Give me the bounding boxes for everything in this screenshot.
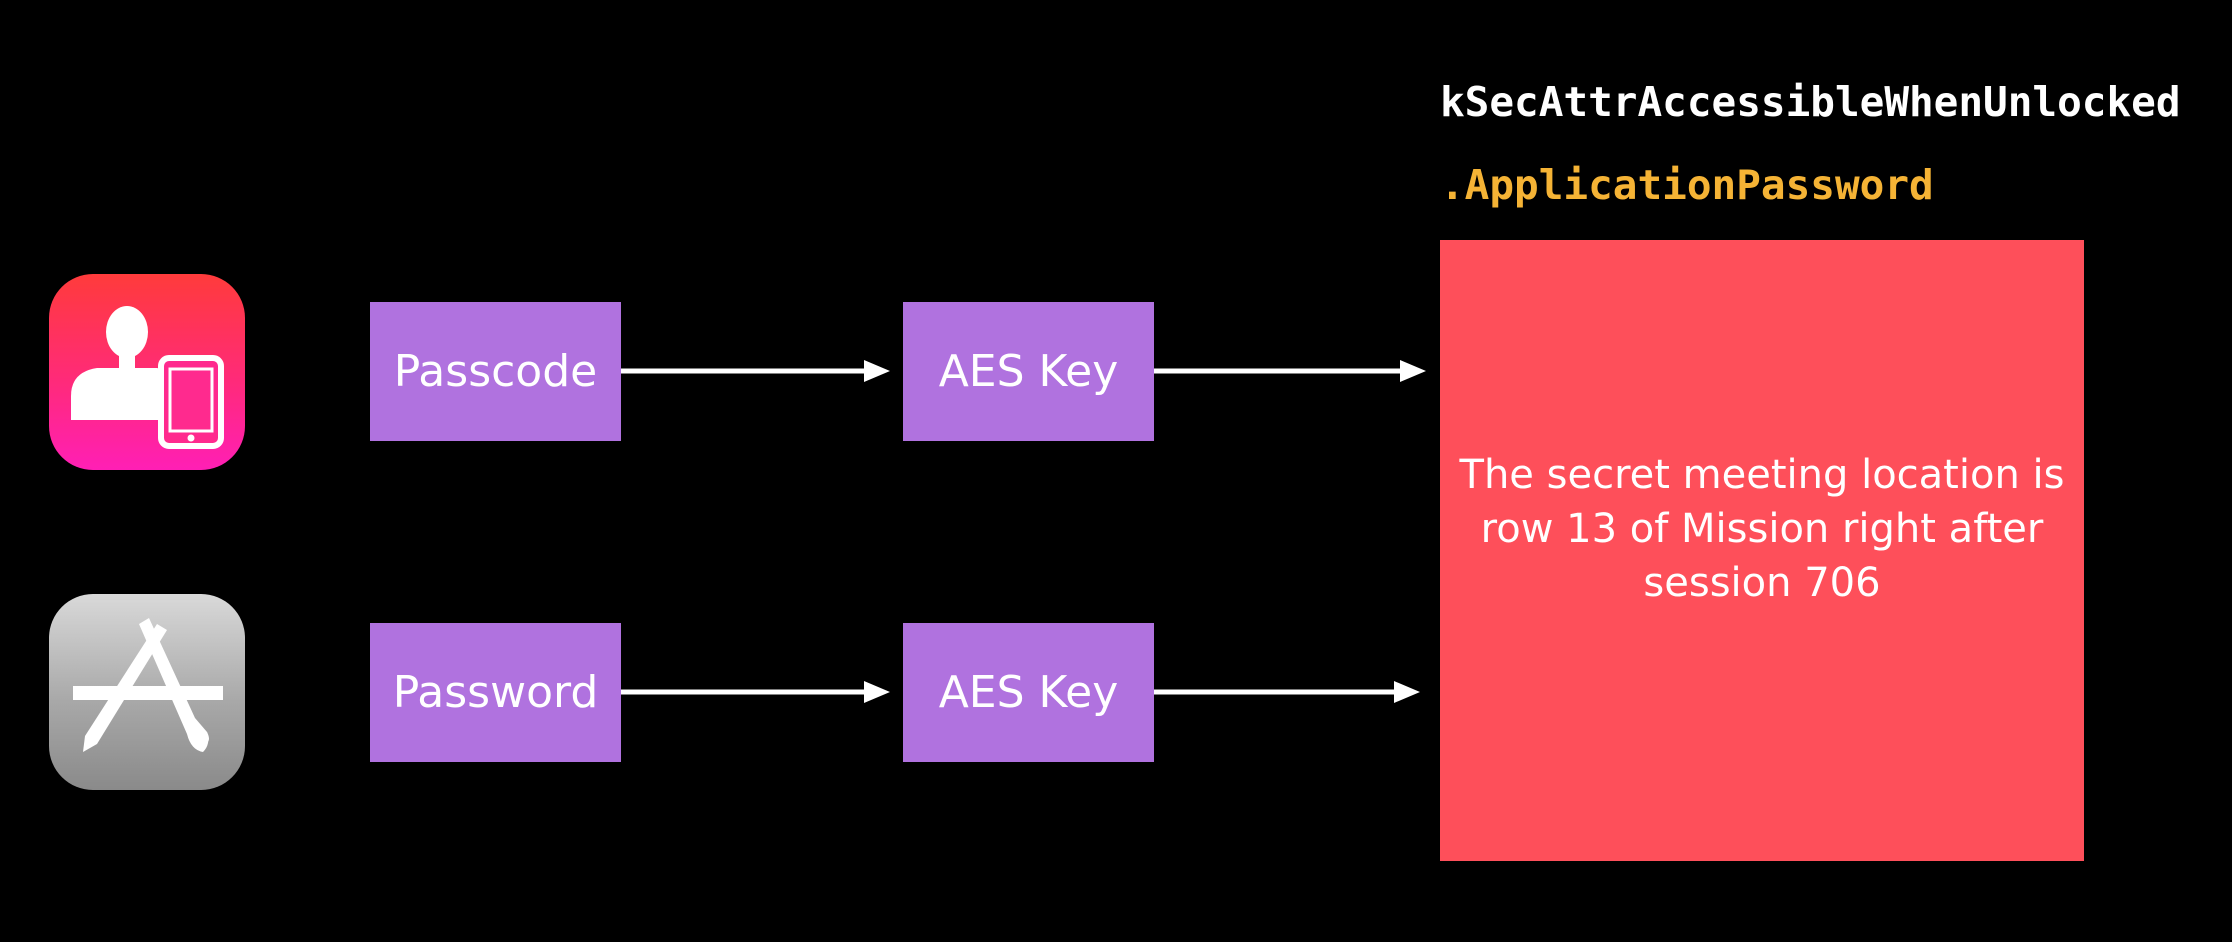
app-store-icon (49, 594, 245, 790)
arrow-passcode-to-key (621, 360, 890, 382)
aes-key-box: AES Key (903, 623, 1154, 762)
arrow-password-to-key (621, 681, 890, 703)
arrow-key-to-secret (1154, 360, 1426, 382)
accessibility-constant-label: kSecAttrAccessibleWhenUnlocked (1440, 78, 2181, 126)
passcode-box: Passcode (370, 302, 621, 441)
aes-key-box: AES Key (903, 302, 1154, 441)
password-box: Password (370, 623, 621, 762)
arrow-key-to-secret (1154, 681, 1420, 703)
secret-text: The secret meeting location is row 13 of… (1459, 451, 2065, 606)
contacts-tablet-icon (49, 274, 245, 470)
application-password-flag-label: .ApplicationPassword (1440, 161, 1934, 209)
keychain-item-box: The secret meeting location is row 13 of… (1440, 240, 2084, 861)
